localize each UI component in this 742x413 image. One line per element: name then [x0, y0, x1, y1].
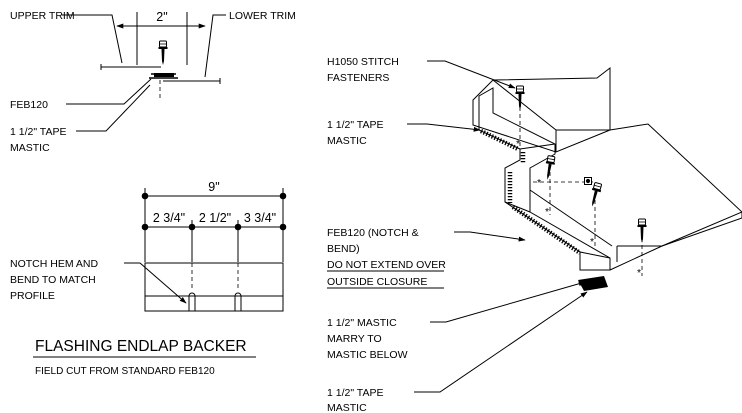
centerline-mark: *	[545, 206, 549, 218]
detail-title: FLASHING ENDLAP BACKER	[35, 338, 247, 355]
mastic-marry-callout-line2: MARRY TO	[327, 333, 382, 345]
centerline-mark: *	[637, 267, 641, 279]
tape-bottom-callout-line1: 1 1/2" TAPE	[327, 387, 383, 399]
feb120-leader	[66, 78, 152, 105]
upper-rib-face	[472, 66, 611, 153]
feb-callout-line2: BEND)	[327, 243, 360, 255]
stitch-callout-line2: FASTENERS	[327, 72, 389, 84]
notch-note-leader	[124, 262, 187, 304]
segment-dimension-1: 2 3/4"	[153, 211, 185, 225]
dimension-9in-label: 9"	[208, 180, 219, 194]
mastic-marry-leader	[430, 281, 586, 323]
upper-trim-leader	[62, 14, 123, 64]
feb-callout-line1: FEB120 (NOTCH &	[327, 227, 419, 239]
notch-note-line2: BEND TO MATCH	[10, 274, 96, 286]
mastic-marry-callout-line1: 1 1/2" MASTIC	[327, 317, 397, 329]
upper-trim-label: UPPER TRIM	[10, 10, 75, 22]
tape-top-leader	[407, 123, 481, 132]
centerline-mark: *	[590, 236, 594, 248]
mastic-marry-callout-line3: MASTIC BELOW	[327, 349, 408, 361]
tape-bottom-callout-line2: MASTIC	[327, 402, 367, 413]
stitch-leader	[427, 60, 516, 89]
warning-callout-line1: DO NOT EXTEND OVER	[327, 259, 446, 271]
tape-top-callout-line2: MASTIC	[327, 135, 367, 147]
notch-2	[234, 292, 242, 311]
tape-mastic-label-line2: MASTIC	[10, 142, 50, 154]
segment-dimension-2: 2 1/2"	[199, 211, 231, 225]
tape-mastic-leader	[76, 84, 151, 132]
stitch-callout-line1: H1050 STITCH	[327, 56, 399, 68]
stitch-fastener-icon	[637, 218, 647, 244]
warning-callout-line2: OUTSIDE CLOSURE	[327, 276, 427, 288]
backer-detail: 9" 2 3/4" 2 1/2" 3 3/4" NOTCH HEM AND BE…	[10, 180, 287, 377]
lower-trim-leader	[204, 14, 226, 78]
centerline-mark: *	[516, 138, 520, 150]
notch-note-line3: PROFILE	[10, 290, 55, 302]
tape-bottom-leader	[414, 291, 588, 393]
tape-top-callout-line1: 1 1/2" TAPE	[327, 119, 383, 131]
centerline-mark: *	[537, 177, 541, 189]
feb120-label: FEB120	[10, 99, 48, 111]
tape-mastic-upper	[480, 128, 519, 152]
section-detail: 2" UPPER TRIM LOWER TRIM FEB120 1 1/2" T…	[10, 10, 296, 154]
stitch-fastener-icon	[158, 40, 168, 66]
stitch-fastener-icon	[584, 177, 592, 185]
flat-backer-outline	[144, 262, 284, 312]
lower-trim-label: LOWER TRIM	[229, 10, 296, 22]
notch-1	[188, 292, 196, 311]
dimension-2in-label: 2"	[156, 10, 167, 24]
panel-plane	[609, 123, 742, 247]
detail-subtitle: FIELD CUT FROM STANDARD FEB120	[35, 366, 215, 377]
segment-dimension-3: 3 3/4"	[244, 211, 276, 225]
tape-mastic-label-line1: 1 1/2" TAPE	[10, 126, 66, 138]
isometric-detail: * * * * * H1050 STITCH FASTENERS 1 1/2" …	[327, 56, 742, 413]
feb-leader	[454, 231, 526, 242]
notch-note-line1: NOTCH HEM AND	[10, 258, 99, 270]
stitch-fastener-icon	[515, 85, 525, 111]
mastic-pad	[578, 276, 608, 291]
